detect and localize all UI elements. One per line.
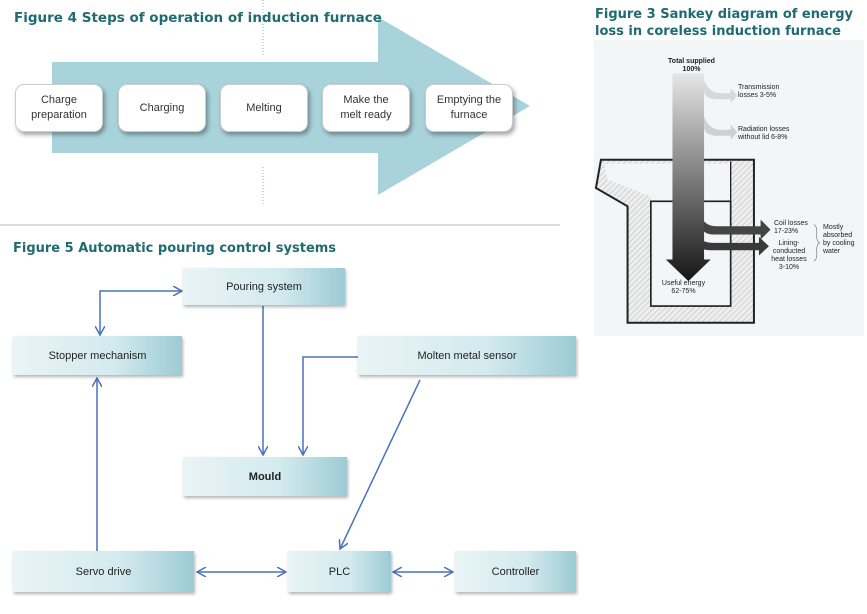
step-label: Melting [246, 101, 282, 114]
sankey-graphic [594, 73, 820, 324]
box-servo-drive: Servo drive [13, 551, 194, 592]
figure-3-title-line: loss in coreless induction furnace [595, 24, 841, 39]
figure-4-title: Figure 4 Steps of operation of induction… [14, 10, 382, 26]
box-mould: Mould [183, 457, 347, 496]
step-charging: Charging [118, 84, 206, 132]
arrow-sensor-plc [340, 379, 421, 549]
figure-4: Figure 4 Steps of operation of induction… [0, 0, 590, 230]
box-stopper-mechanism: Stopper mechanism [13, 336, 182, 375]
step-label: Make the [343, 94, 389, 106]
step-make-melt-ready: Make the melt ready [322, 84, 410, 132]
box-molten-metal-sensor: Molten metal sensor [358, 336, 576, 375]
arrow-pouring-stopper [100, 291, 182, 335]
step-label: Charge [40, 94, 78, 106]
box-controller: Controller [455, 551, 576, 592]
step-label: furnace [450, 109, 488, 121]
step-label: preparation [31, 109, 87, 121]
box-pouring-system: Pouring system [183, 268, 345, 305]
figure-3-title-line: Figure 3 Sankey diagram of energy [595, 7, 854, 22]
step-label: melt ready [340, 109, 392, 121]
step-label: Charging [139, 101, 185, 114]
step-melting: Melting [220, 84, 308, 132]
figure-3-title: Figure 3 Sankey diagram of energy loss i… [595, 6, 853, 40]
step-label: Emptying the [436, 94, 502, 106]
figure-5-title: Figure 5 Automatic pouring control syste… [13, 241, 337, 256]
step-charge-preparation: Charge preparation [15, 84, 103, 132]
energy-flow-arrow [665, 73, 711, 282]
arrow-sensor-mould [303, 356, 358, 455]
box-plc: PLC [288, 551, 391, 592]
step-emptying-furnace: Emptying the furnace [425, 84, 513, 132]
